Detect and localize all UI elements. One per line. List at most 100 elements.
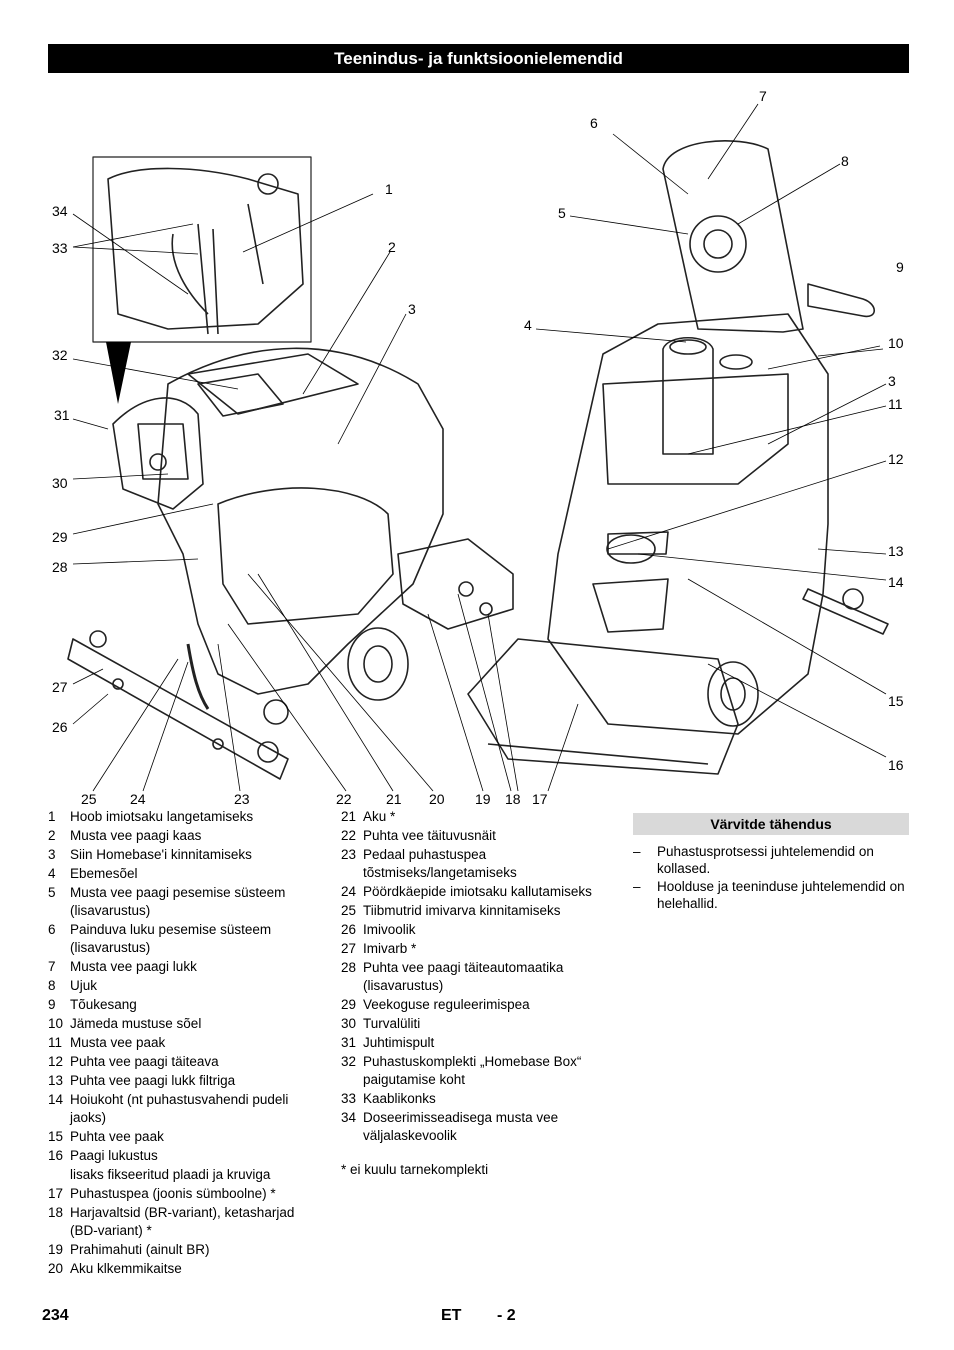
callout: 31: [54, 407, 70, 423]
legend-item-number: 30: [341, 1016, 357, 1031]
legend-item-number: 4: [48, 866, 56, 881]
callout: 3: [408, 301, 416, 317]
callout: 3: [888, 373, 896, 389]
color-meaning-item: – Hoolduse ja teeninduse juhtelemendid o…: [633, 878, 909, 912]
legend-item-text: Aku *: [363, 809, 396, 824]
legend-item-text: Tiibmutrid imivarva kinnitamiseks: [363, 903, 561, 918]
legend-item-text: Juhtimispult: [363, 1035, 435, 1050]
callout: 12: [888, 451, 904, 467]
legend-item-text: Musta vee paagi lukk: [70, 959, 197, 974]
legend-item-number: 14: [48, 1092, 64, 1107]
callout: 34: [52, 203, 68, 219]
legend-item-text: Puhastuskomplekti „Homebase Box“ paiguta…: [363, 1054, 582, 1087]
legend-item-text: Jämeda mustuse sõel: [70, 1016, 202, 1031]
legend-item-text: Tõukesang: [70, 997, 137, 1012]
callout: 20: [429, 791, 445, 807]
language-code: ET: [441, 1307, 462, 1324]
legend-item: 33 Kaablikonks: [341, 1090, 621, 1108]
legend-item-text: Musta vee paagi pesemise süsteem (lisava…: [70, 885, 286, 918]
legend-item-number: 19: [48, 1242, 64, 1257]
callout: 2: [388, 239, 396, 255]
legend-item-text: Kaablikonks: [363, 1091, 436, 1106]
legend-item-text: Painduva luku pesemise süsteem (lisavaru…: [70, 922, 272, 955]
callout: 23: [234, 791, 250, 807]
legend-item-text: Veekoguse reguleerimispea: [363, 997, 530, 1012]
callout: 24: [130, 791, 146, 807]
legend-item-text: Ebemesõel: [70, 866, 138, 881]
legend-item-text: Musta vee paak: [70, 1035, 166, 1050]
color-meaning-list: – Puhastusprotsessi juhtelemendid on kol…: [633, 843, 909, 912]
callout: 13: [888, 543, 904, 559]
callout: 30: [52, 475, 68, 491]
callout: 1: [385, 181, 393, 197]
legend-item-text: Imivarb *: [363, 941, 417, 956]
callout: 19: [475, 791, 491, 807]
color-meaning-text: Puhastusprotsessi juhtelemendid on kolla…: [657, 844, 874, 876]
legend-item-text: Hoob imiotsaku langetamiseks: [70, 809, 254, 824]
callout: 9: [896, 259, 904, 275]
callout: 26: [52, 719, 68, 735]
callout: 33: [52, 240, 68, 256]
legend-item-text: Doseerimisseadisega musta vee väljalaske…: [363, 1110, 559, 1143]
legend-item-text: Puhta vee paagi täiteava: [70, 1054, 219, 1069]
legend-item: 25 Tiibmutrid imivarva kinnitamiseks: [341, 902, 621, 920]
legend-item-number: 15: [48, 1129, 64, 1144]
callout: 18: [505, 791, 521, 807]
page-title: Teenindus- ja funktsioonielemendid: [48, 44, 909, 73]
legend-item-text: Imivoolik: [363, 922, 416, 937]
legend-item-number: 3: [48, 847, 56, 862]
color-meaning-heading: Värvitde tähendus: [633, 813, 909, 835]
callout: 17: [532, 791, 548, 807]
legend-item-number: 22: [341, 828, 357, 843]
legend-item-number: 31: [341, 1035, 357, 1050]
section-number: - 2: [497, 1307, 516, 1324]
legend-item-number: 33: [341, 1091, 357, 1106]
legend-item-number: 24: [341, 884, 357, 899]
legend-item: 3 Siin Homebase'i kinnitamiseks: [48, 846, 318, 864]
legend-item: 4 Ebemesõel: [48, 865, 318, 883]
callout: 10: [888, 335, 904, 351]
callout: 6: [590, 115, 598, 131]
legend-item: 27 Imivarb *: [341, 940, 621, 958]
legend-item-text: Pöördkäepide imiotsaku kallutamiseks: [363, 884, 592, 899]
legend-item: lisaks fikseeritud plaadi ja kruviga: [48, 1166, 318, 1184]
legend-item-number: 25: [341, 903, 357, 918]
legend-item-text: Puhastuspea (joonis sümboolne) *: [70, 1186, 276, 1201]
callout: 5: [558, 205, 566, 221]
legend-item-number: 13: [48, 1073, 64, 1088]
legend-item-number: 1: [48, 809, 56, 824]
legend-item-number: 2: [48, 828, 56, 843]
callout: 21: [386, 791, 402, 807]
legend-item-number: 27: [341, 941, 357, 956]
legend-item-text: Musta vee paagi kaas: [70, 828, 202, 843]
callout: 11: [888, 396, 903, 412]
legend-item-number: 20: [48, 1261, 64, 1276]
legend-item-text: Siin Homebase'i kinnitamiseks: [70, 847, 252, 862]
callout: 32: [52, 347, 68, 363]
color-meaning-box: Värvitde tähendus – Puhastusprotsessi ju…: [633, 813, 909, 913]
legend-item: 2 Musta vee paagi kaas: [48, 827, 318, 845]
legend-item-number: [48, 1166, 70, 1184]
callout: 4: [524, 317, 532, 333]
